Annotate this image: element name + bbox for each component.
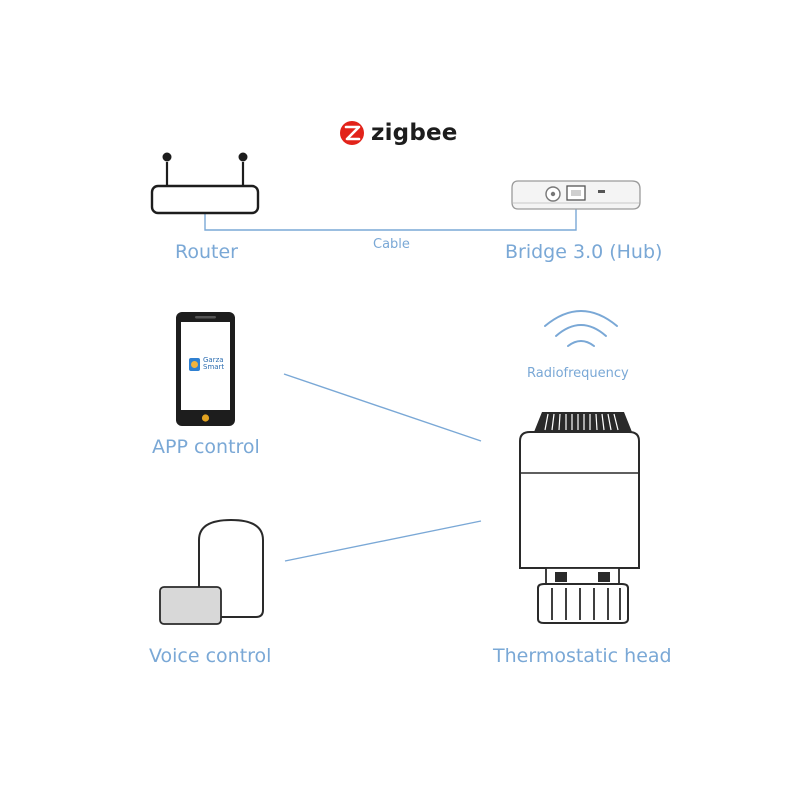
- smartphone-icon: [176, 312, 235, 426]
- cable-line: [204, 193, 577, 231]
- voice-control-label: Voice control: [149, 645, 272, 667]
- app-link-line: [283, 373, 482, 442]
- zigbee-logo-icon: [340, 121, 364, 145]
- router-label: Router: [175, 241, 238, 263]
- thermostatic-head-label: Thermostatic head: [493, 645, 672, 667]
- connection-lines: [204, 193, 577, 562]
- radiofrequency-label: Radiofrequency: [527, 366, 629, 381]
- thermostatic-head-icon: [519, 412, 640, 624]
- voice-link-line: [284, 520, 482, 562]
- app-control-label: APP control: [152, 436, 260, 458]
- smart-speaker-icon: [159, 518, 264, 625]
- cable-label: Cable: [373, 237, 410, 252]
- bridge-label: Bridge 3.0 (Hub): [505, 241, 663, 263]
- bridge-hub-icon: [511, 180, 641, 210]
- brand-name: zigbee: [371, 120, 458, 146]
- app-name-line1: Garza: [203, 356, 224, 364]
- router-icon: [150, 152, 260, 215]
- wifi-signal-icon: [544, 310, 618, 347]
- app-name: Garza Smart: [203, 357, 224, 371]
- app-name-line2: Smart: [203, 363, 225, 371]
- zigbee-brand: zigbee: [340, 116, 458, 150]
